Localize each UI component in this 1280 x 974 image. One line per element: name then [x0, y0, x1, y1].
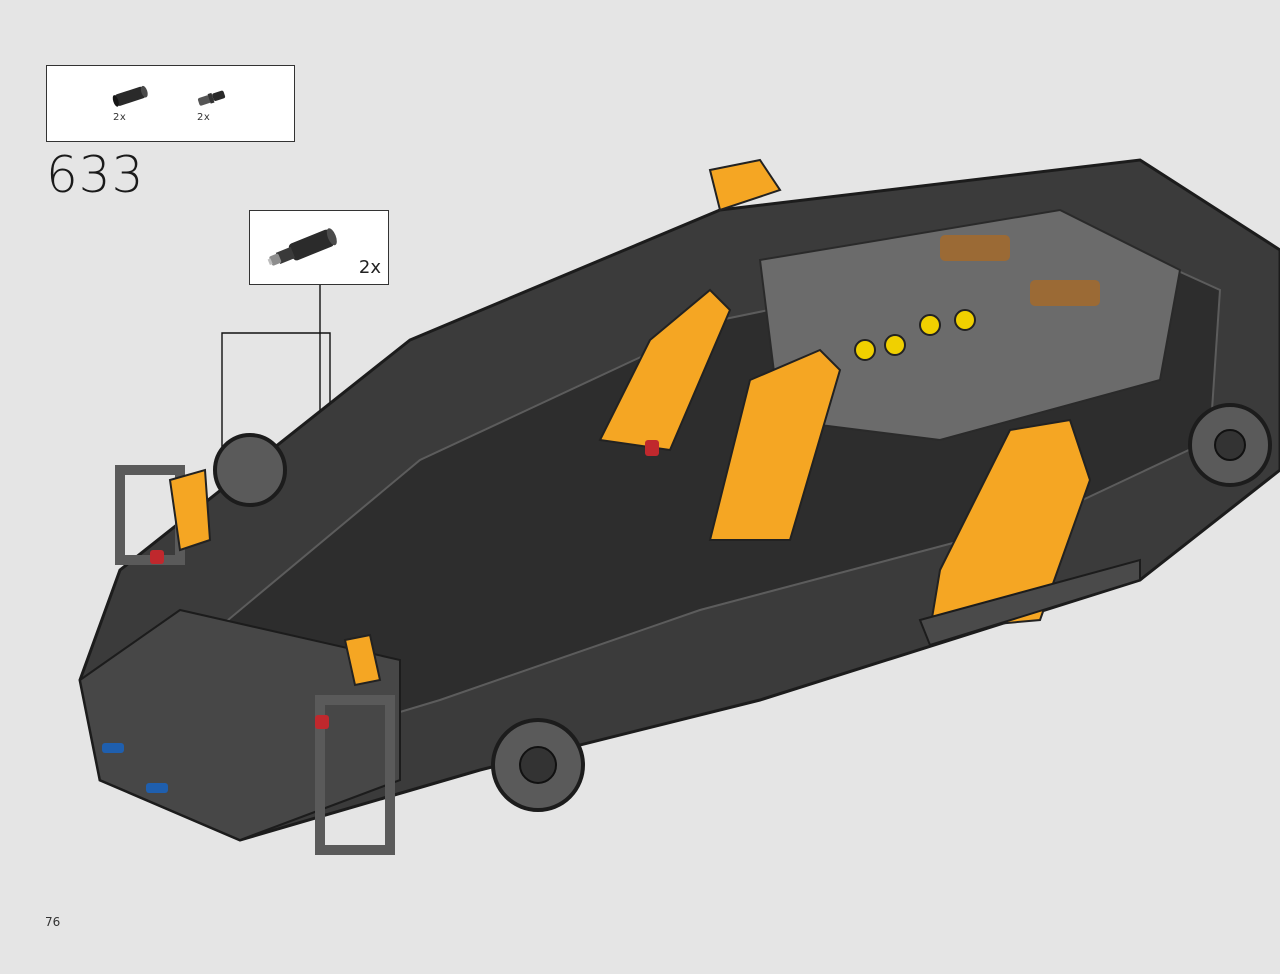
black-pin-connector-icon	[112, 85, 148, 107]
engine-part	[1030, 280, 1100, 306]
parts-list-box: 2x 2x	[46, 65, 295, 142]
car-chassis-model-illustration	[78, 158, 1280, 855]
part-quantity: 2x	[113, 112, 127, 123]
seat	[708, 348, 842, 541]
blue-pin	[102, 743, 124, 753]
engine-part	[940, 235, 1010, 261]
frame-beam	[315, 695, 395, 855]
callout-quantity: 2x	[358, 257, 381, 278]
step-number: 633	[46, 146, 145, 204]
side-panel	[928, 418, 1092, 632]
wheel-hub	[213, 433, 287, 507]
page-number: 76	[45, 915, 61, 929]
part-quantity: 2x	[197, 112, 211, 123]
callout-box: 2x	[249, 210, 389, 285]
red-pin	[315, 715, 329, 729]
blue-pin	[146, 783, 168, 793]
red-pin	[150, 550, 164, 564]
dark-grey-axle-pin-icon	[197, 90, 226, 106]
seat	[598, 288, 732, 452]
red-pin	[645, 440, 659, 456]
black-axle-pin-with-grey-tip-icon	[267, 228, 337, 266]
